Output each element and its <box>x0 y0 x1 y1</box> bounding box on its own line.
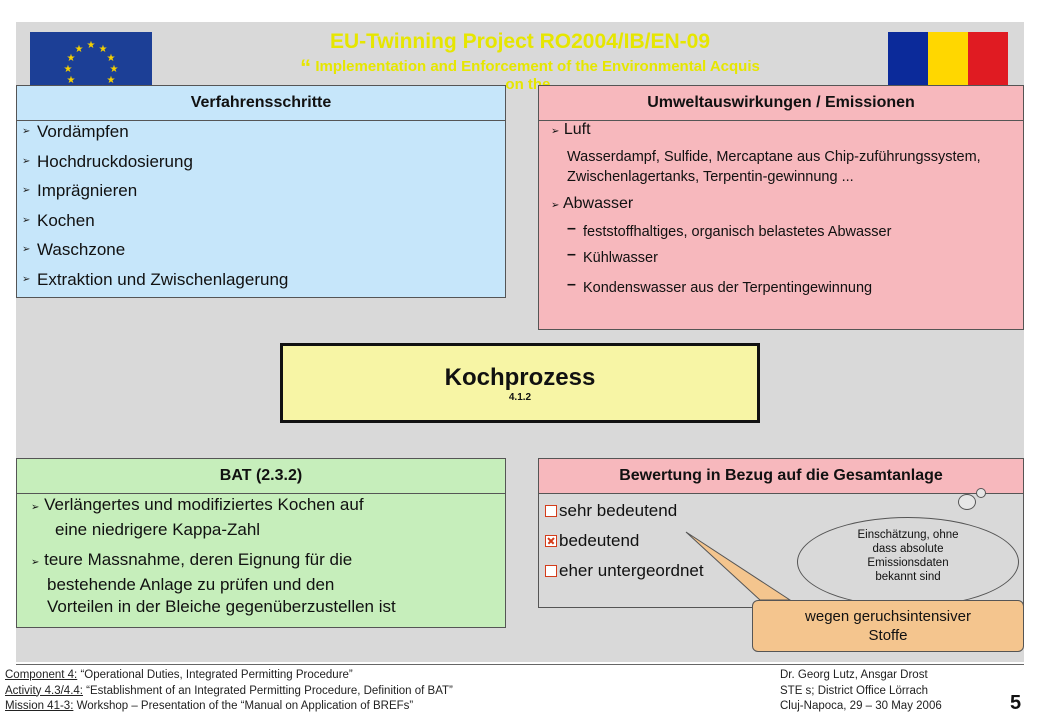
process-steps-heading: Verfahrensschritte <box>17 86 505 121</box>
svg-text:★: ★ <box>67 75 76 86</box>
list-item: ➢Vordämpfen <box>22 117 505 147</box>
svg-text:★: ★ <box>99 44 108 55</box>
list-item: ➢Hochdruckdosierung <box>22 147 505 177</box>
footer-left: Component 4: “Operational Duties, Integr… <box>5 669 453 712</box>
page-number: 5 <box>1010 692 1022 714</box>
svg-text:★: ★ <box>110 64 119 75</box>
arrow-bullet-icon: ➢ <box>22 273 31 285</box>
list-item: ➢ teure Massnahme, deren Eignung für die… <box>31 550 396 616</box>
list-item: –feststoffhaltiges, organisch belastetes… <box>567 217 1009 247</box>
process-steps-list: ➢Vordämpfen ➢Hochdruckdosierung ➢Imprägn… <box>17 117 505 294</box>
dash-bullet-icon: – <box>567 246 576 263</box>
list-item: –Kondenswasser aus der Terpentingewinnun… <box>567 273 1009 303</box>
arrow-bullet-icon: ➢ <box>551 200 560 211</box>
checkbox-checked-icon <box>545 535 557 547</box>
footer-divider <box>16 664 1024 665</box>
luft-label: ➢ Luft <box>551 121 591 138</box>
assessment-heading: Bewertung in Bezug auf die Gesamtanlage <box>539 459 1023 494</box>
bat-heading: BAT (2.3.2) <box>17 459 505 494</box>
list-item: ➢Waschzone <box>22 235 505 265</box>
arrow-bullet-icon: ➢ <box>22 185 31 196</box>
option-significant: bedeutend <box>541 526 1023 556</box>
odor-callout: wegen geruchsintensiver Stoffe <box>752 600 1024 652</box>
subtitle-line1: Implementation and Enforcement of the En… <box>315 58 760 75</box>
project-subtitle: “ Implementation and Enforcement of the … <box>180 58 880 92</box>
list-item: ➢Kochen <box>22 206 505 236</box>
quote-mark: “ <box>300 58 312 80</box>
arrow-bullet-icon: ➢ <box>22 244 31 255</box>
arrow-bullet-icon: ➢ <box>551 126 560 137</box>
dash-bullet-icon: – <box>567 220 576 237</box>
process-steps-box: Verfahrensschritte ➢Vordämpfen ➢Hochdruc… <box>16 85 506 298</box>
emissions-heading: Umweltauswirkungen / Emissionen <box>539 86 1023 121</box>
option-minor: eher untergeordnet <box>541 556 1023 586</box>
checkbox-empty-icon <box>545 505 557 517</box>
cooking-process-title: Kochprozess <box>444 364 596 391</box>
arrow-bullet-icon: ➢ <box>22 155 31 167</box>
arrow-bullet-icon: ➢ <box>31 502 40 513</box>
list-item: ➢Imprägnieren <box>22 176 505 206</box>
luft-text: Wasserdampf, Sulfide, Mercaptane aus Chi… <box>567 149 981 185</box>
cooking-process-number: 4.1.2 <box>508 392 532 403</box>
list-item: –Kühlwasser <box>567 243 1009 273</box>
dash-bullet-icon: – <box>567 276 576 293</box>
arrow-bullet-icon: ➢ <box>22 214 31 226</box>
project-title: EU-Twinning Project RO2004/IB/EN-09 <box>329 30 711 53</box>
thought-cloud: Einschätzung, ohne dass absolute Emissio… <box>797 517 1019 607</box>
svg-text:★: ★ <box>107 75 116 86</box>
arrow-bullet-icon: ➢ <box>31 557 40 568</box>
svg-text:★: ★ <box>75 44 84 55</box>
list-item: ➢ Verlängertes und modifiziertes Kochen … <box>31 495 364 539</box>
thought-bubble-medium <box>958 494 976 510</box>
svg-text:★: ★ <box>87 40 96 51</box>
list-item: ➢Extraktion und Zwischenlagerung <box>22 265 505 295</box>
arrow-bullet-icon: ➢ <box>22 126 31 137</box>
emissions-box: Umweltauswirkungen / Emissionen ➢ Luft W… <box>538 85 1024 330</box>
bat-box: BAT (2.3.2) ➢ Verlängertes und modifizie… <box>16 458 506 628</box>
cooking-process-box: Kochprozess 4.1.2 <box>280 343 760 423</box>
footer-right: Dr. Georg Lutz, Ansgar Drost STE s; Dist… <box>780 669 942 712</box>
option-very-significant: sehr bedeutend <box>541 496 1023 526</box>
abwasser-label: ➢ Abwasser <box>551 195 634 212</box>
checkbox-empty-icon <box>545 565 557 577</box>
thought-bubble-small <box>976 488 986 498</box>
svg-text:★: ★ <box>67 53 76 64</box>
svg-text:★: ★ <box>64 64 73 75</box>
svg-text:★: ★ <box>107 53 116 64</box>
